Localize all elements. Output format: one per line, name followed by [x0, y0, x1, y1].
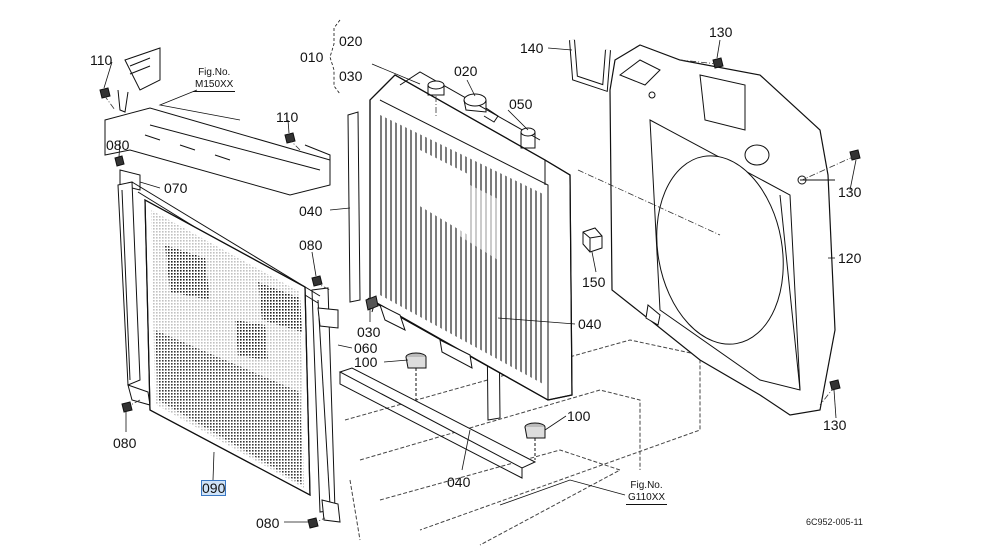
callout-080[interactable]: 080 [113, 435, 137, 451]
callout-080[interactable]: 080 [106, 137, 130, 153]
radiator [365, 71, 573, 401]
callout-080[interactable]: 080 [256, 515, 280, 531]
callout-060[interactable]: 060 [354, 340, 378, 356]
clip [582, 227, 603, 253]
center-lines [103, 59, 856, 525]
callout-100[interactable]: 100 [354, 354, 378, 370]
callout-150[interactable]: 150 [582, 274, 606, 290]
callout-050[interactable]: 050 [509, 96, 533, 112]
callout-130[interactable]: 130 [823, 417, 847, 433]
fig-ref-label: Fig.No. [198, 67, 231, 78]
callout-110[interactable]: 110 [276, 109, 299, 125]
callout-020[interactable]: 020 [339, 33, 363, 49]
callout-030[interactable]: 030 [339, 68, 363, 84]
callout-030[interactable]: 030 [357, 324, 381, 340]
screen-frame [117, 181, 341, 523]
callout-080[interactable]: 080 [299, 237, 323, 253]
fig-ref-number: G110XX [626, 492, 668, 505]
radiator-screen [144, 198, 311, 497]
callout-040[interactable]: 040 [578, 316, 602, 332]
callout-090-selected[interactable]: 090 [200, 480, 227, 496]
callout-120[interactable]: 120 [838, 250, 862, 266]
callout-100[interactable]: 100 [567, 408, 591, 424]
callout-130[interactable]: 130 [709, 24, 733, 40]
rubber-mounts [405, 352, 546, 460]
callout-070[interactable]: 070 [164, 180, 188, 196]
callout-130[interactable]: 130 [838, 184, 862, 200]
callout-020[interactable]: 020 [454, 63, 478, 79]
fig-ref-number: M150XX [193, 79, 236, 92]
callout-040[interactable]: 040 [447, 474, 471, 490]
upper-bracket [104, 47, 331, 196]
fig-ref-m150xx[interactable]: Fig.No. M150XX [193, 67, 236, 92]
leader-lines [103, 19, 857, 523]
callout-010[interactable]: 010 [300, 49, 324, 65]
fan-shroud [609, 44, 836, 416]
fig-ref-g110xx[interactable]: Fig.No. G110XX [626, 480, 668, 505]
callout-110[interactable]: 110 [90, 52, 113, 68]
fig-ref-label: Fig.No. [630, 480, 663, 491]
drawing-number: 6C952-005-11 [806, 517, 863, 527]
overflow-hose [569, 39, 611, 93]
callout-140[interactable]: 140 [520, 40, 544, 56]
callout-040[interactable]: 040 [299, 203, 323, 219]
